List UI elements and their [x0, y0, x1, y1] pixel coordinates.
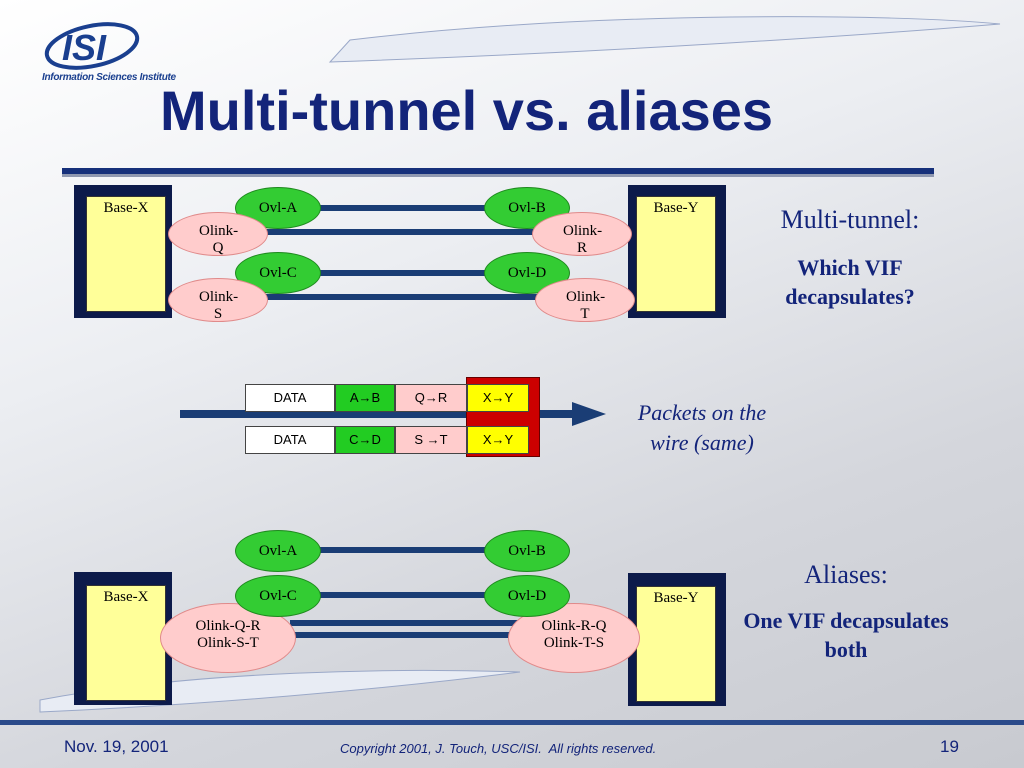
- ovl-d-bottom: Ovl-D: [484, 575, 570, 617]
- wire-ab-bottom: [300, 547, 500, 553]
- packet-2-data: DATA: [245, 426, 335, 454]
- ovl-c-bottom: Ovl-C: [235, 575, 321, 617]
- logo-subtitle: Information Sciences Institute: [42, 72, 176, 83]
- base-y-box-bottom: Base-Y: [636, 586, 716, 702]
- wire-alias-1: [290, 620, 520, 626]
- packet-1-ab: A→B: [335, 384, 395, 412]
- page-number: 19: [940, 737, 959, 756]
- wire-alias-2: [290, 632, 520, 638]
- packet-1-qr: Q→R: [395, 384, 467, 412]
- olink-t: Olink-T: [535, 278, 635, 322]
- footer-bar: [0, 720, 1024, 725]
- footer-copyright: Copyright 2001, J. Touch, USC/ISI. All r…: [340, 741, 657, 756]
- olink-r: Olink-R: [532, 212, 632, 256]
- packet-1-data: DATA: [245, 384, 335, 412]
- logo-mark: ISI: [62, 27, 107, 68]
- multi-tunnel-text: Which VIF decapsulates?: [785, 255, 915, 309]
- isi-logo-icon: ISI: [44, 22, 140, 70]
- ovl-a-bottom: Ovl-A: [235, 530, 321, 572]
- wire-arrow: [180, 410, 578, 418]
- ovl-b-bottom: Ovl-B: [484, 530, 570, 572]
- packets-label: Packets on the wire (same): [637, 400, 767, 455]
- wire-st: [260, 294, 540, 300]
- packet-2-cd: C→D: [335, 426, 395, 454]
- base-y-box: Base-Y: [636, 196, 716, 312]
- page-title: Multi-tunnel vs. aliases: [160, 79, 774, 142]
- aliases-text: One VIF decapsulates both: [743, 608, 949, 662]
- wire-qr: [260, 229, 540, 235]
- isi-logo: ISI: [40, 20, 140, 72]
- base-x-box-bottom: Base-X: [86, 585, 166, 701]
- packet-1-xy: X→Y: [467, 384, 529, 412]
- ovl-a: Ovl-A: [235, 187, 321, 229]
- wire-cd-bottom: [300, 592, 500, 598]
- base-x-box: Base-X: [86, 196, 166, 312]
- packet-2-xy: X→Y: [467, 426, 529, 454]
- olink-q: Olink-Q: [168, 212, 268, 256]
- title-rule: [62, 168, 934, 174]
- wire-ab: [300, 205, 500, 211]
- arrow-head-icon: [572, 402, 606, 426]
- footer-date: Nov. 19, 2001: [64, 737, 169, 756]
- olink-s: Olink-S: [168, 278, 268, 322]
- multi-tunnel-heading: Multi-tunnel:: [780, 205, 920, 234]
- olink-rq-ts: Olink-R-Q Olink-T-S: [508, 603, 640, 673]
- wire-cd: [300, 270, 500, 276]
- aliases-heading: Aliases:: [804, 560, 888, 589]
- packet-2-st: S →T: [395, 426, 467, 454]
- ovl-d: Ovl-D: [484, 252, 570, 294]
